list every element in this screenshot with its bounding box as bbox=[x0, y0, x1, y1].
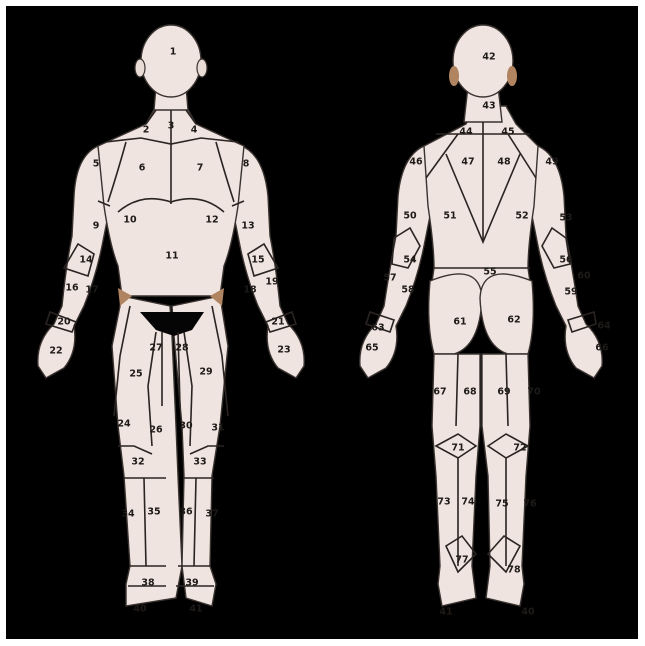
back-region-label-77: 77 bbox=[455, 555, 468, 566]
back-region-label-70: 70 bbox=[527, 387, 541, 398]
front-region-label-27: 27 bbox=[149, 343, 162, 354]
back-region-label-67: 67 bbox=[433, 387, 446, 398]
front-region-label-40: 40 bbox=[133, 604, 147, 615]
front-region-label-22: 22 bbox=[49, 346, 62, 357]
front-region-label-16: 16 bbox=[65, 283, 79, 294]
back-region-label-53: 53 bbox=[559, 213, 572, 224]
front-figure bbox=[38, 25, 304, 606]
front-region-label-5: 5 bbox=[93, 159, 100, 170]
front-region-label-13: 13 bbox=[241, 221, 254, 232]
back-region-label-78: 78 bbox=[507, 565, 521, 576]
front-region-label-10: 10 bbox=[123, 215, 137, 226]
back-region-label-63: 63 bbox=[371, 323, 384, 334]
back-region-label-44: 44 bbox=[459, 127, 473, 138]
front-region-label-37: 37 bbox=[205, 509, 218, 520]
front-region-label-32: 32 bbox=[131, 457, 144, 468]
front-region-label-1: 1 bbox=[170, 47, 177, 58]
front-region-label-28: 28 bbox=[175, 343, 189, 354]
back-region-label-45: 45 bbox=[501, 127, 514, 138]
back-region-label-68: 68 bbox=[463, 387, 477, 398]
front-region-label-31: 31 bbox=[211, 423, 224, 434]
back-region-label-62: 62 bbox=[507, 315, 520, 326]
front-region-label-26: 26 bbox=[149, 425, 163, 436]
front-region-label-23: 23 bbox=[277, 345, 290, 356]
front-region-label-17: 17 bbox=[85, 285, 98, 296]
back-region-label-61: 61 bbox=[453, 317, 466, 328]
back-region-label-66: 66 bbox=[595, 343, 609, 354]
back-region-label-51: 51 bbox=[443, 211, 456, 222]
back-region-label-72: 72 bbox=[513, 443, 526, 454]
back-region-label-41: 41 bbox=[439, 607, 452, 618]
back-region-label-71: 71 bbox=[451, 443, 464, 454]
back-region-label-40: 40 bbox=[521, 607, 535, 618]
back-region-label-55: 55 bbox=[483, 267, 496, 278]
front-region-label-41: 41 bbox=[189, 604, 202, 615]
back-region-label-49: 49 bbox=[545, 157, 558, 168]
front-region-label-4: 4 bbox=[191, 125, 198, 136]
front-region-label-19: 19 bbox=[265, 277, 278, 288]
front-region-label-9: 9 bbox=[93, 221, 100, 232]
front-region-label-14: 14 bbox=[79, 255, 93, 266]
front-region-label-6: 6 bbox=[139, 163, 146, 174]
front-region-label-2: 2 bbox=[143, 125, 150, 136]
back-region-label-59: 59 bbox=[564, 287, 577, 298]
back-region-label-46: 46 bbox=[409, 157, 423, 168]
back-region-label-47: 47 bbox=[461, 157, 474, 168]
front-region-label-18: 18 bbox=[243, 285, 257, 296]
back-region-label-48: 48 bbox=[497, 157, 511, 168]
back-region-label-76: 76 bbox=[523, 499, 537, 510]
front-region-label-20: 20 bbox=[57, 317, 71, 328]
back-region-label-58: 58 bbox=[401, 285, 415, 296]
back-region-label-52: 52 bbox=[515, 211, 528, 222]
back-region-label-65: 65 bbox=[365, 343, 378, 354]
front-region-label-33: 33 bbox=[193, 457, 206, 468]
back-region-label-74: 74 bbox=[461, 497, 475, 508]
back-region-label-42: 42 bbox=[482, 52, 495, 63]
back-region-label-60: 60 bbox=[577, 271, 591, 282]
front-region-label-29: 29 bbox=[199, 367, 212, 378]
front-region-label-24: 24 bbox=[117, 419, 131, 430]
front-region-label-30: 30 bbox=[179, 421, 193, 432]
back-region-label-57: 57 bbox=[383, 273, 396, 284]
front-region-label-38: 38 bbox=[141, 578, 155, 589]
front-region-label-21: 21 bbox=[271, 317, 284, 328]
front-region-label-25: 25 bbox=[129, 369, 142, 380]
back-region-label-54: 54 bbox=[403, 255, 417, 266]
front-region-label-36: 36 bbox=[179, 507, 193, 518]
front-region-label-35: 35 bbox=[147, 507, 160, 518]
front-region-label-3: 3 bbox=[168, 121, 175, 132]
front-region-label-7: 7 bbox=[197, 163, 204, 174]
front-region-label-8: 8 bbox=[243, 159, 250, 170]
back-region-label-64: 64 bbox=[597, 321, 611, 332]
back-region-label-75: 75 bbox=[495, 499, 508, 510]
front-region-label-11: 11 bbox=[165, 251, 178, 262]
back-region-label-69: 69 bbox=[497, 387, 510, 398]
front-region-label-12: 12 bbox=[205, 215, 218, 226]
back-region-label-50: 50 bbox=[403, 211, 417, 222]
back-region-label-43: 43 bbox=[482, 101, 495, 112]
back-region-label-73: 73 bbox=[437, 497, 450, 508]
front-region-label-39: 39 bbox=[185, 578, 198, 589]
front-region-label-34: 34 bbox=[121, 509, 135, 520]
back-region-label-56: 56 bbox=[559, 255, 573, 266]
back-figure bbox=[360, 25, 602, 606]
front-region-label-15: 15 bbox=[251, 255, 264, 266]
